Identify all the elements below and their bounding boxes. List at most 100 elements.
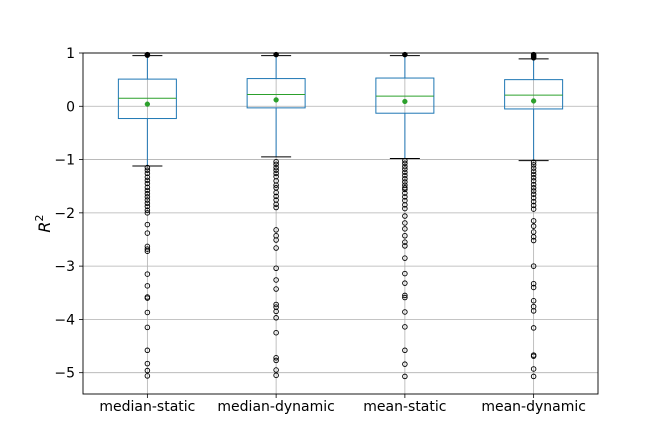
y-tick-label: 1: [66, 46, 75, 62]
outlier-point: [530, 165, 537, 171]
x-tick-label: median-static: [99, 399, 195, 415]
outlier-point: [273, 204, 279, 211]
y-axis-ticks: 10−1−2−3−4−5: [54, 46, 83, 382]
outlier-point: [144, 367, 151, 374]
outlier-point: [144, 177, 151, 184]
outlier-point: [530, 237, 537, 244]
outlier-point: [402, 292, 408, 299]
outlier-point: [402, 205, 408, 212]
outlier-point: [273, 189, 279, 196]
outlier-point: [530, 171, 537, 178]
outlier-point: [530, 185, 537, 191]
mean-marker: [402, 98, 408, 105]
outlier-point: [402, 166, 408, 172]
outlier-point: [530, 181, 537, 188]
outlier-point: [144, 271, 151, 277]
outlier-point: [144, 207, 151, 213]
outlier-point: [402, 294, 408, 301]
outlier-point: [273, 167, 279, 173]
y-axis-label-superscript: 2: [33, 214, 46, 221]
outlier-point: [402, 160, 408, 167]
outlier-point: [530, 298, 537, 304]
x-tick-label: mean-dynamic: [481, 399, 586, 415]
outlier-point: [402, 186, 408, 193]
outlier-point: [273, 277, 279, 283]
outlier-point: [530, 234, 537, 240]
outlier-point: [530, 195, 537, 201]
outlier-point: [273, 170, 279, 177]
x-tick-label: median-dynamic: [217, 399, 334, 415]
outlier-point: [144, 295, 151, 301]
outlier-point: [402, 202, 408, 208]
outlier-point: [144, 167, 151, 173]
outlier-point: [273, 158, 279, 165]
outlier-point: [530, 198, 537, 205]
outlier-point: [144, 230, 151, 236]
outlier-point: [273, 355, 279, 361]
iqr-box: [246, 78, 306, 109]
x-axis-ticks: median-static median-dynamic mean-static me…: [99, 394, 586, 415]
outlier-point: [273, 357, 279, 364]
outlier-point: [530, 280, 537, 287]
outlier-point: [402, 213, 408, 219]
outlier-point: [144, 194, 151, 200]
outlier-point: [144, 210, 151, 216]
outlier-point: [402, 361, 408, 367]
outlier-point: [273, 367, 279, 373]
outlier-point: [530, 191, 537, 197]
outlier-point: [144, 324, 151, 331]
outlier-point: [530, 284, 537, 291]
outlier-point: [144, 373, 151, 379]
outlier-point: [144, 246, 151, 252]
outlier-point: [402, 233, 408, 239]
outlier-point: [402, 169, 408, 176]
outlier-point: [402, 309, 408, 315]
iqr-box: [504, 79, 564, 110]
outlier-point: [402, 347, 408, 354]
y-gridlines: [83, 52, 598, 394]
outlier-point: [402, 255, 408, 261]
outlier-point: [273, 161, 279, 168]
box-mean-static: [375, 51, 435, 380]
y-tick-label: −3: [54, 259, 75, 275]
outlier-point: [144, 347, 151, 354]
outlier-point: [530, 206, 537, 212]
mean-marker: [273, 97, 279, 103]
outlier-point: [402, 190, 408, 196]
x-tick-label: mean-static: [363, 399, 446, 415]
outlier-point: [402, 270, 408, 277]
outlier-point: [402, 157, 408, 164]
outlier-point: [144, 187, 151, 194]
outlier-point: [530, 366, 537, 372]
y-tick-label: −4: [54, 312, 75, 328]
box-series: [117, 51, 564, 380]
outlier-point: [402, 373, 408, 380]
mean-marker: [144, 101, 151, 107]
outlier-point: [530, 162, 537, 168]
outlier-point: [402, 280, 408, 286]
outlier-point: [144, 221, 151, 228]
y-tick-label: 0: [66, 99, 75, 115]
y-tick-label: −2: [54, 206, 75, 222]
outlier-point: [402, 239, 408, 245]
outlier-point: [144, 180, 151, 187]
outlier-point: [144, 248, 151, 254]
y-axis-label-base: R: [35, 221, 54, 232]
outlier-point: [144, 197, 151, 203]
box-mean-dynamic: [504, 51, 564, 380]
outlier-point: [402, 179, 408, 185]
outlier-point: [273, 245, 279, 251]
outlier-point: [530, 263, 537, 269]
outlier-point: [402, 175, 408, 182]
outlier-point: [273, 164, 279, 171]
outlier-point: [273, 372, 279, 379]
outlier-point: [144, 170, 151, 177]
outlier-point: [273, 265, 279, 272]
mean-marker: [530, 98, 537, 104]
outlier-point: [273, 301, 279, 308]
outlier-point: [144, 164, 151, 171]
outlier-point: [402, 163, 408, 170]
outlier-point: [530, 218, 537, 224]
outlier-point: [144, 200, 151, 207]
